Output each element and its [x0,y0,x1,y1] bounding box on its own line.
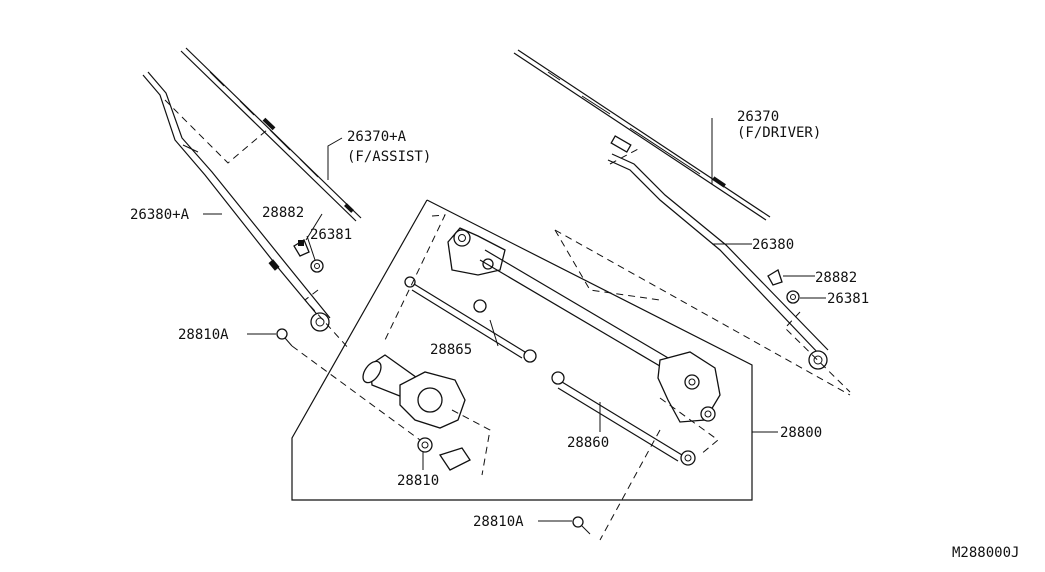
callout-arm-assist: 26380+A [130,207,190,223]
right-arm-cap [767,269,783,286]
callout-bolt-bottom: 28810A [473,514,524,530]
linkage-main-tube [479,249,676,373]
left-bolt [276,328,293,347]
callout-cap-left: 28882 [262,205,304,221]
callout-motor: 28810 [397,473,439,489]
callout-linkage-rod-lower: 28860 [567,435,609,451]
right-pivot [657,351,721,423]
driver-wiper-blade [513,49,771,221]
callout-blade-driver: 26370 [737,109,779,125]
upper-linkage-rod [404,276,537,363]
callout-arm-driver: 26380 [752,237,794,253]
callout-nut-right: 26381 [827,291,869,307]
callout-blade-assist-note: (F/ASSIST) [347,149,431,165]
callout-linkage-rod-upper: 28865 [430,342,472,358]
driver-wiper-arm [607,153,829,370]
driver-blade-guide-line [609,147,641,165]
right-pivot-guide-line [659,397,719,456]
callout-blade-driver-note: (F/DRIVER) [737,125,821,141]
driver-arm-guide-line-2 [554,229,661,301]
assist-arm-guide-line [304,289,351,351]
lower-linkage-rod [551,371,696,466]
callout-nut-left: 26381 [310,227,352,243]
upper-rod-guide-line [384,214,446,341]
callout-bolt-left: 28810A [178,327,229,343]
callout-cap-right: 28882 [815,270,857,286]
assembly-frame [291,199,753,501]
assist-wiper-arm [142,71,331,332]
driver-blade-connector [610,135,632,153]
diagram-code: M288000J [952,545,1019,561]
wiper-motor [362,354,471,471]
right-arm-nut [786,290,800,304]
callout-blade-assist: 26370+A [347,129,407,145]
driver-arm-guide-line [554,229,851,396]
lower-rod-guide-line [599,429,661,541]
motor-guide-line [451,409,491,476]
left-bolt-guide-line [291,345,421,441]
left-arm-nut [310,259,324,273]
left-arm-cap [293,239,310,257]
callout-assembly: 28800 [780,425,822,441]
bottom-bolt [572,516,591,535]
assist-wiper-blade [180,47,362,222]
assist-blade-guide-line [164,99,268,164]
